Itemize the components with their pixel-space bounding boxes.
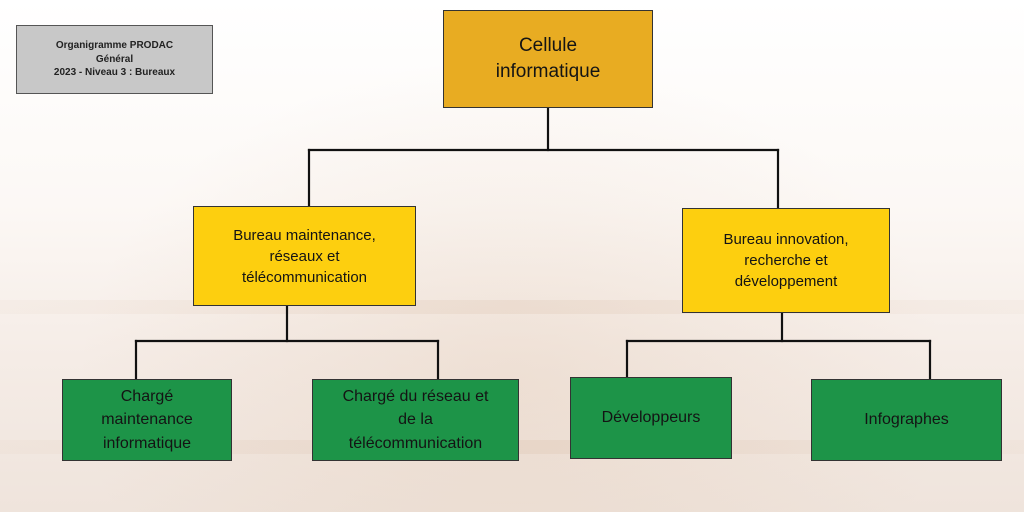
node-charge-reseau: Chargé du réseau et de la télécommunicat… [312,379,519,461]
node-bureau-innovation: Bureau innovation, recherche et développ… [682,208,890,313]
legend-text: Organigramme PRODAC Général 2023 - Nivea… [53,40,176,79]
node-label: Bureau innovation, recherche et développ… [723,231,849,290]
node-bureau-maintenance: Bureau maintenance, réseaux et télécommu… [193,206,416,306]
node-developpeurs: Développeurs [570,377,732,459]
node-label: Chargé du réseau et de la télécommunicat… [342,388,489,452]
chart-legend-box: Organigramme PRODAC Général 2023 - Nivea… [16,25,213,94]
node-label: Chargé maintenance informatique [101,388,193,452]
node-label: Bureau maintenance, réseaux et télécommu… [233,226,376,286]
node-label: Développeurs [601,409,701,427]
node-infographes: Infographes [811,379,1002,461]
node-charge-maintenance: Chargé maintenance informatique [62,379,232,461]
node-cellule-informatique: Cellule informatique [443,10,653,108]
node-label: Cellule informatique [495,35,601,82]
node-label: Infographes [864,411,949,429]
